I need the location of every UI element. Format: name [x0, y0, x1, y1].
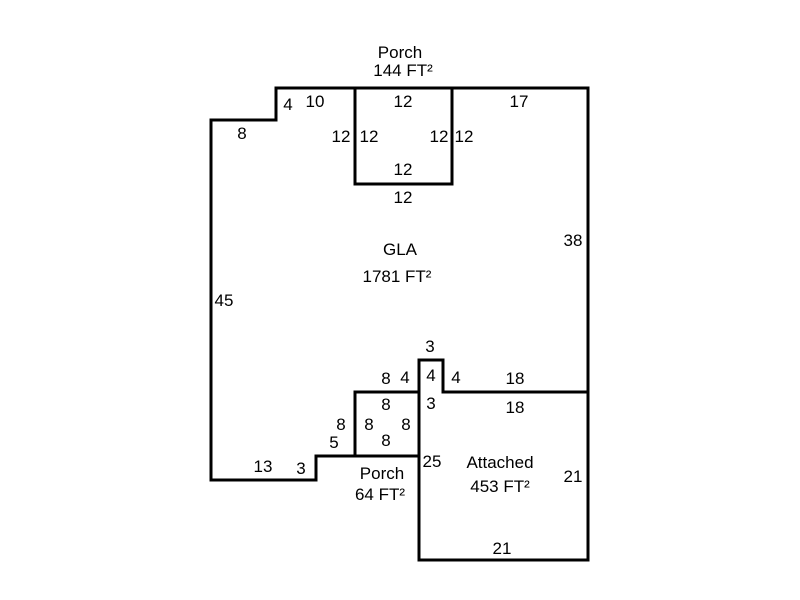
- dimension-label: 8: [336, 415, 345, 434]
- dimension-label: 18: [506, 369, 525, 388]
- dimension-label: 21: [564, 467, 583, 486]
- porch-top-outline: [353, 86, 454, 186]
- dimension-label: 3: [425, 337, 434, 356]
- dimension-label: 17: [510, 92, 529, 111]
- dimension-label: 10: [306, 92, 325, 111]
- dimension-label: 4: [283, 95, 292, 114]
- dimension-label: 13: [254, 457, 273, 476]
- dimension-label: 8: [364, 415, 373, 434]
- dimension-label: 12: [455, 127, 474, 146]
- dimension-label: 21: [493, 539, 512, 558]
- gla-area: 1781 FT²: [363, 267, 432, 286]
- dimension-label: 4: [426, 366, 435, 385]
- dimension-label: 8: [237, 124, 246, 143]
- dimension-label: 5: [329, 433, 338, 452]
- porch-bottom-label: Porch: [360, 464, 404, 483]
- dimension-label: 8: [381, 369, 390, 388]
- dimension-label: 3: [426, 394, 435, 413]
- porch-top-label: Porch: [378, 43, 422, 62]
- dimension-label: 12: [430, 127, 449, 146]
- dimension-label: 8: [401, 415, 410, 434]
- dimension-label: 4: [400, 368, 409, 387]
- dimension-label: 8: [381, 395, 390, 414]
- dimension-label: 38: [564, 231, 583, 250]
- dimension-label: 3: [296, 459, 305, 478]
- dimension-label: 12: [394, 160, 413, 179]
- dimension-label: 25: [423, 452, 442, 471]
- porch-top-area: 144 FT²: [373, 61, 433, 80]
- attached-label: Attached: [466, 453, 533, 472]
- dimension-label: 12: [332, 127, 351, 146]
- dimension-label: 4: [451, 368, 460, 387]
- porch-bottom-area: 64 FT²: [355, 485, 405, 504]
- dimension-label: 12: [394, 188, 413, 207]
- dimension-label: 12: [360, 127, 379, 146]
- dimension-label: 18: [506, 398, 525, 417]
- attached-area: 453 FT²: [470, 477, 530, 496]
- dimension-label: 12: [394, 92, 413, 111]
- attached-outline: [417, 358, 590, 562]
- dimension-label: 8: [381, 431, 390, 450]
- dimension-label: 45: [215, 291, 234, 310]
- gla-label: GLA: [383, 240, 418, 259]
